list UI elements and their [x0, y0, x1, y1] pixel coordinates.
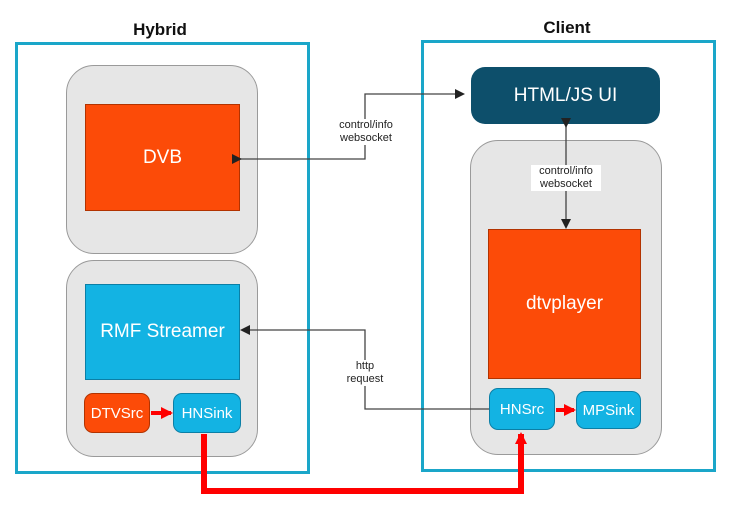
label-control-client-line2: websocket: [540, 178, 592, 190]
dtvsrc-box: DTVSrc: [84, 393, 150, 433]
label-control-client: control/info websocket: [531, 165, 601, 191]
label-http: http request: [341, 360, 389, 386]
label-http-line2: request: [346, 373, 384, 385]
label-control-top: control/info websocket: [333, 119, 399, 145]
hnsink-box: HNSink: [173, 393, 241, 433]
label-control-top-line2: websocket: [340, 132, 392, 144]
client-title: Client: [543, 18, 591, 37]
dtvplayer-box: dtvplayer: [488, 229, 641, 379]
html-js-ui-box: HTML/JS UI: [471, 67, 660, 124]
rmf-streamer-box: RMF Streamer: [85, 284, 240, 380]
mpsink-box: MPSink: [576, 391, 641, 429]
dvb-box: DVB: [85, 104, 240, 211]
label-http-line1: http: [355, 360, 375, 372]
hybrid-title: Hybrid: [133, 20, 187, 39]
label-control-top-line1: control/info: [339, 119, 393, 131]
stream-link: [201, 432, 527, 494]
label-control-client-line1: control/info: [539, 165, 593, 177]
hnsrc-box: HNSrc: [489, 388, 555, 430]
